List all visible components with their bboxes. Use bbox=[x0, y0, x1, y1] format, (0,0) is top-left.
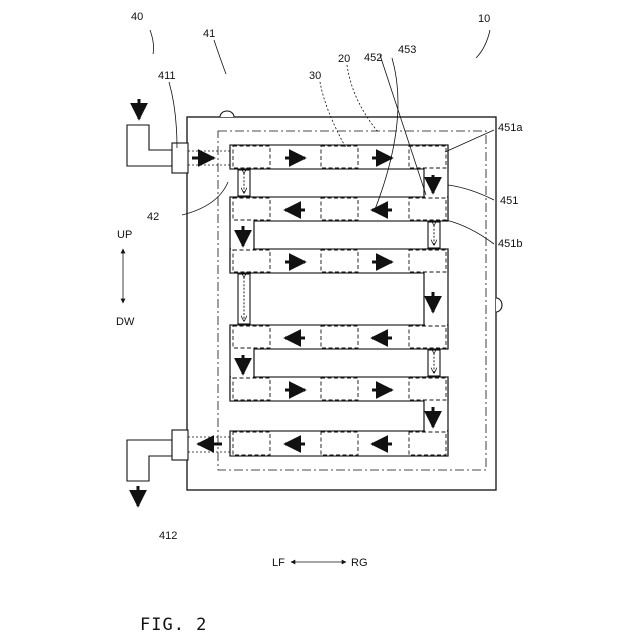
label-40: 40 bbox=[131, 11, 143, 23]
direction-down-label: DW bbox=[116, 316, 135, 328]
direction-left-label: LF bbox=[272, 557, 285, 569]
reference-labels: 10 40 41 20 452 453 30 411 451a 451 42 4… bbox=[131, 11, 523, 542]
label-412: 412 bbox=[159, 530, 177, 542]
label-10: 10 bbox=[478, 13, 490, 25]
label-42: 42 bbox=[147, 211, 159, 223]
direction-vertical: UP DW bbox=[116, 229, 135, 328]
housing-bump-top bbox=[220, 111, 234, 117]
cell-units bbox=[233, 146, 446, 455]
direction-right-label: RG bbox=[351, 557, 368, 569]
serpentine-channel bbox=[230, 145, 448, 456]
label-452: 452 bbox=[364, 52, 382, 64]
label-451b: 451b bbox=[498, 238, 522, 250]
direction-horizontal: LF RG bbox=[272, 557, 368, 569]
label-411: 411 bbox=[158, 70, 176, 82]
label-30: 30 bbox=[309, 70, 321, 82]
figure-caption: FIG. 2 bbox=[140, 615, 207, 635]
label-451a: 451a bbox=[498, 122, 523, 134]
label-453: 453 bbox=[398, 44, 416, 56]
outlet-pipe bbox=[127, 430, 230, 506]
label-41: 41 bbox=[203, 28, 215, 40]
label-451: 451 bbox=[500, 195, 518, 207]
housing-bump-right bbox=[496, 298, 502, 312]
inlet-pipe bbox=[127, 99, 230, 173]
direction-up-label: UP bbox=[117, 229, 132, 241]
label-20: 20 bbox=[338, 53, 350, 65]
